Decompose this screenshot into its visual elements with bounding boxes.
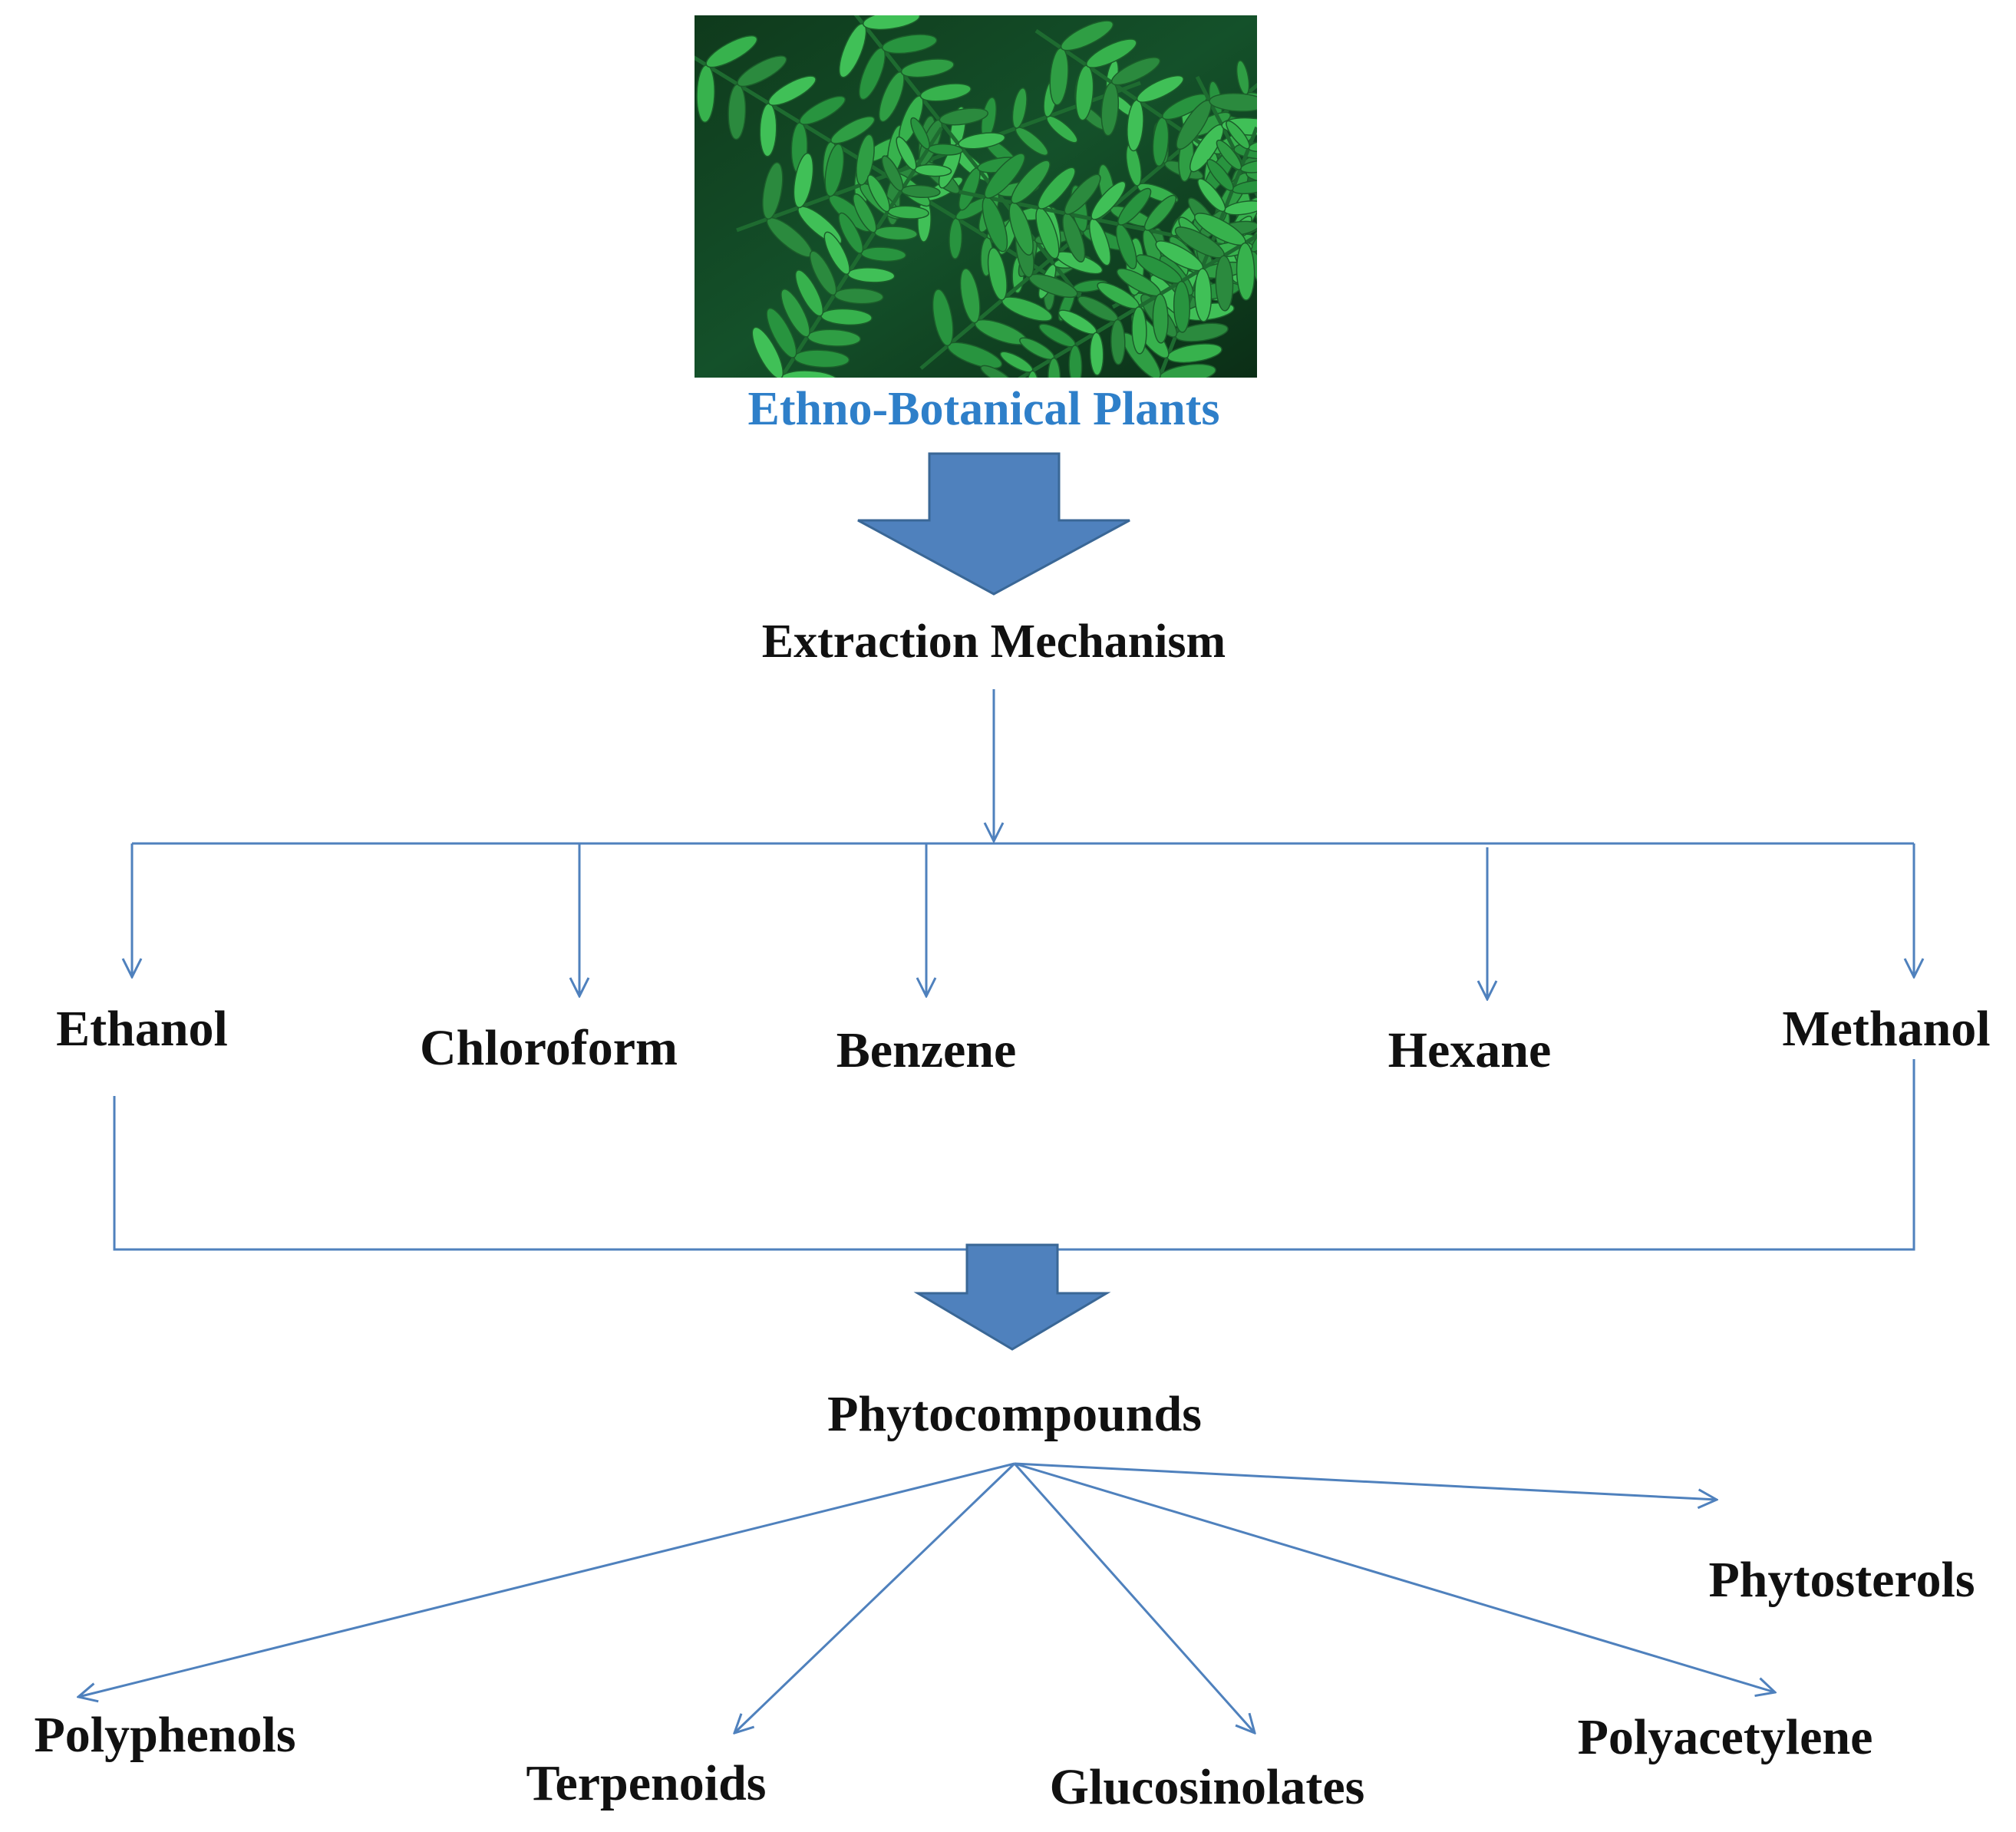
solvent-benzene: Benzene: [836, 1022, 1017, 1078]
solvent-hexane: Hexane: [1388, 1022, 1552, 1078]
product-label: Phytocompounds: [827, 1386, 1202, 1442]
compound-glucosinolates: Glucosinolates: [1050, 1759, 1365, 1815]
solvent-ethanol: Ethanol: [56, 1001, 228, 1057]
compound-phytosterols: Phytosterols: [1708, 1552, 1975, 1608]
arrow-to-phytosterols: [1014, 1462, 1717, 1500]
block-arrow-down-2: [913, 1243, 1111, 1351]
source-label: Ethno-Botanical Plants: [748, 383, 1220, 435]
collector-line: [113, 1059, 1915, 1251]
fern-leaves-image: [695, 15, 1257, 378]
compound-polyacetylene: Polyacetylene: [1578, 1709, 1873, 1765]
arrow-to-polyphenols: [78, 1462, 1015, 1697]
compound-polyphenols: Polyphenols: [34, 1707, 295, 1763]
solvent-chloroform: Chloroform: [420, 1020, 678, 1076]
arrow-to-polyacetylene: [1014, 1462, 1775, 1692]
block-arrow-down-1: [857, 452, 1130, 596]
process-label: Extraction Mechanism: [762, 616, 1226, 668]
compound-terpenoids: Terpenoids: [526, 1755, 767, 1811]
arrow-to-terpenoids: [734, 1462, 1016, 1733]
solvent-methanol: Methanol: [1782, 1001, 1990, 1057]
arrow-to-glucosinolates: [1013, 1463, 1255, 1733]
